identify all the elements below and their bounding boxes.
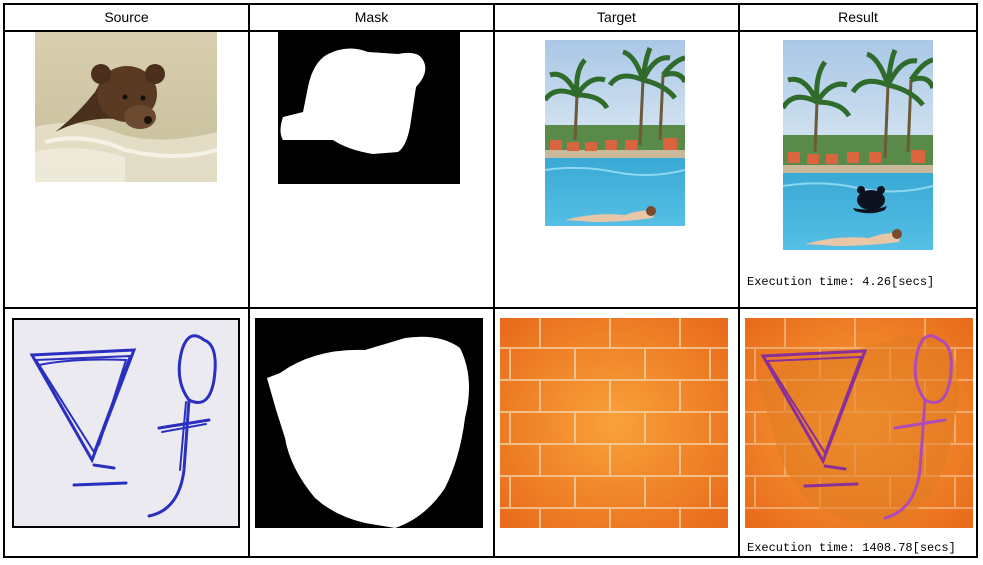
row-divider xyxy=(5,307,976,309)
header-result: Result xyxy=(838,9,878,25)
execution-time-row-1: Execution time: 4.26[secs] xyxy=(747,275,935,289)
target-brick-wall-image xyxy=(500,318,728,528)
result-pool-bear-image xyxy=(783,40,933,250)
execution-time-row-2: Execution time: 1408.78[secs] xyxy=(747,541,956,555)
header-source: Source xyxy=(104,9,149,25)
target-pool-image xyxy=(545,40,685,226)
mask-bear-image xyxy=(278,32,460,184)
source-drawing-image xyxy=(12,318,240,528)
header-divider xyxy=(5,30,976,32)
header-mask: Mask xyxy=(354,9,389,25)
results-table: Source Mask Target Result xyxy=(3,3,978,558)
column-divider xyxy=(738,5,740,556)
mask-drawing-image xyxy=(255,318,483,528)
header-target: Target xyxy=(597,9,636,25)
column-divider xyxy=(248,5,250,556)
source-bear-image xyxy=(35,32,217,182)
result-brick-wall-drawing-image xyxy=(745,318,973,528)
column-divider xyxy=(493,5,495,556)
